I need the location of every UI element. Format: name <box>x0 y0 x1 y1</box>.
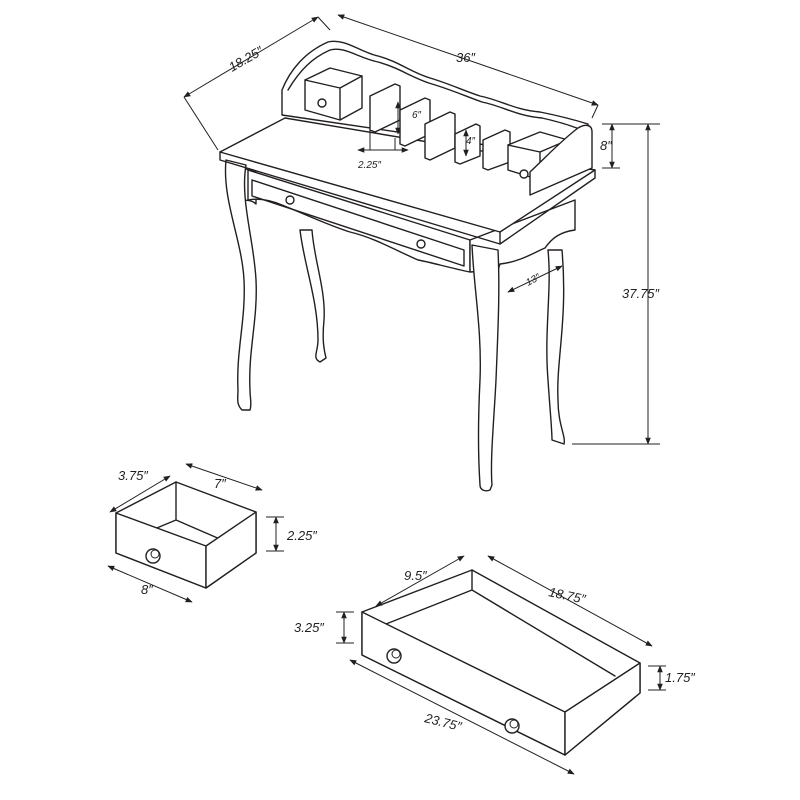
dim-large-drawer-front-height: 3.25″ <box>294 620 324 635</box>
hutch-left-cubby <box>304 67 363 121</box>
dim-divider-height-back: 4″ <box>466 136 476 147</box>
desk-back-left-leg <box>299 229 327 363</box>
desk-drawer-knob-right <box>416 239 426 249</box>
desk-front-right-leg <box>471 244 500 492</box>
large-drawer-drawing <box>361 569 641 756</box>
desk-front-apron <box>247 169 471 273</box>
dim-large-drawer-depth: 9.5″ <box>404 568 427 583</box>
dim-knee-depth: 13″ <box>524 272 543 289</box>
desk-drawer-knob-left <box>285 195 295 205</box>
small-drawer-dimensions: 3.75″ 7″ 2.25″ 8″ <box>107 463 317 603</box>
dim-divider-spacing: 2.25″ <box>357 160 381 171</box>
desk-front-left-leg <box>224 159 257 411</box>
dim-large-drawer-side-height: 1.75″ <box>665 670 695 685</box>
desk-back-right-leg <box>546 249 566 445</box>
dim-small-drawer-height: 2.25″ <box>286 528 317 543</box>
right-cubby-knob <box>519 169 529 179</box>
small-drawer-knob <box>145 548 161 564</box>
small-drawer-drawing <box>115 481 257 589</box>
dim-small-drawer-width: 8″ <box>141 582 153 597</box>
dim-total-height: 37.75″ <box>622 286 660 301</box>
dim-hutch-height: 8″ <box>600 138 612 153</box>
small-drawer-right-side <box>205 511 257 589</box>
dim-large-drawer-width: 23.75″ <box>422 710 463 734</box>
dim-desk-width: 36″ <box>456 50 475 65</box>
dim-small-drawer-inner-width: 7″ <box>214 476 226 491</box>
left-cubby-knob <box>317 98 327 108</box>
dim-divider-height-front: 6″ <box>412 110 422 121</box>
desk-apron-drawer <box>251 179 465 267</box>
dim-desk-depth: 18.25″ <box>226 43 266 75</box>
desk-drawing <box>219 40 596 492</box>
hutch-right-side <box>529 124 593 196</box>
dim-large-drawer-inner-width: 18.75″ <box>547 584 587 606</box>
dim-small-drawer-depth: 3.75″ <box>118 468 148 483</box>
